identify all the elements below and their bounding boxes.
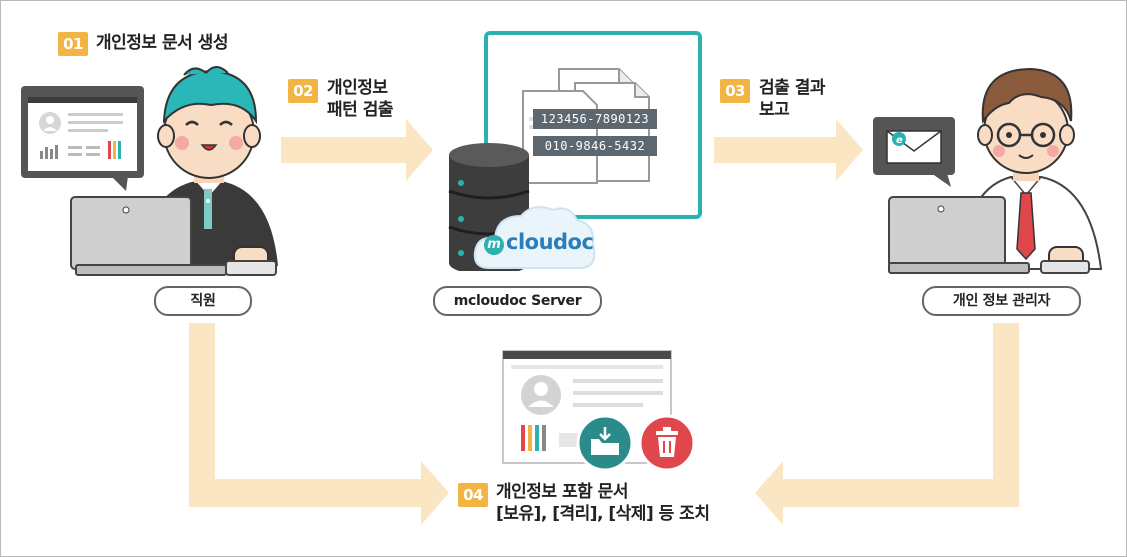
detected-number-1: 123456-7890123	[540, 112, 650, 126]
admin-label: 개인 정보 관리자	[922, 286, 1081, 316]
arrow-admin-to-document	[755, 323, 1019, 525]
step-3-label: 검출 결과 보고	[759, 77, 825, 121]
arrow-employee-to-document	[189, 323, 449, 525]
arrow-employee-to-server	[281, 119, 433, 181]
arrow-server-to-admin	[714, 119, 863, 181]
folder-download-icon[interactable]	[575, 413, 635, 473]
step-4-line-2: [보유], [격리], [삭제] 등 조치	[496, 504, 710, 524]
step-2-label: 개인정보 패턴 검출	[327, 77, 393, 121]
profile-monitor-icon	[21, 86, 144, 191]
envelope-icon: e	[873, 117, 955, 187]
laptop-icon	[888, 196, 1030, 274]
step-4-badge: 04	[458, 483, 488, 507]
step-2-badge: 02	[288, 79, 318, 103]
cloud-icon	[473, 206, 596, 269]
logo-mark: m	[487, 237, 501, 252]
mcloudoc-logo: cloudoc	[506, 230, 594, 254]
step-4-label: 개인정보 포함 문서 [보유], [격리], [삭제] 등 조치	[496, 481, 710, 525]
step-3-line-1: 검출 결과	[759, 78, 825, 98]
bar-chart-icon	[40, 145, 58, 159]
trash-icon[interactable]	[637, 413, 697, 473]
step-2-line-1: 개인정보	[327, 78, 388, 98]
admin-illustration: e	[873, 67, 1103, 274]
server-label: mcloudoc Server	[433, 286, 602, 316]
step-4-line-1: 개인정보 포함 문서	[496, 482, 628, 502]
employee-label: 직원	[154, 286, 252, 316]
step-2-line-2: 패턴 검출	[327, 100, 393, 120]
detected-number-2-bar	[533, 136, 657, 156]
svg-text:e: e	[896, 135, 903, 146]
detected-number-2: 010-9846-5432	[544, 139, 646, 153]
logo-mark-circle	[484, 235, 504, 255]
step-1-label: 개인정보 문서 생성	[96, 33, 228, 53]
step-1-badge: 01	[58, 32, 88, 56]
step-3-line-2: 보고	[759, 100, 790, 120]
detected-number-1-bar	[533, 109, 657, 129]
step-3-badge: 03	[720, 79, 750, 103]
employee-illustration	[21, 66, 278, 276]
